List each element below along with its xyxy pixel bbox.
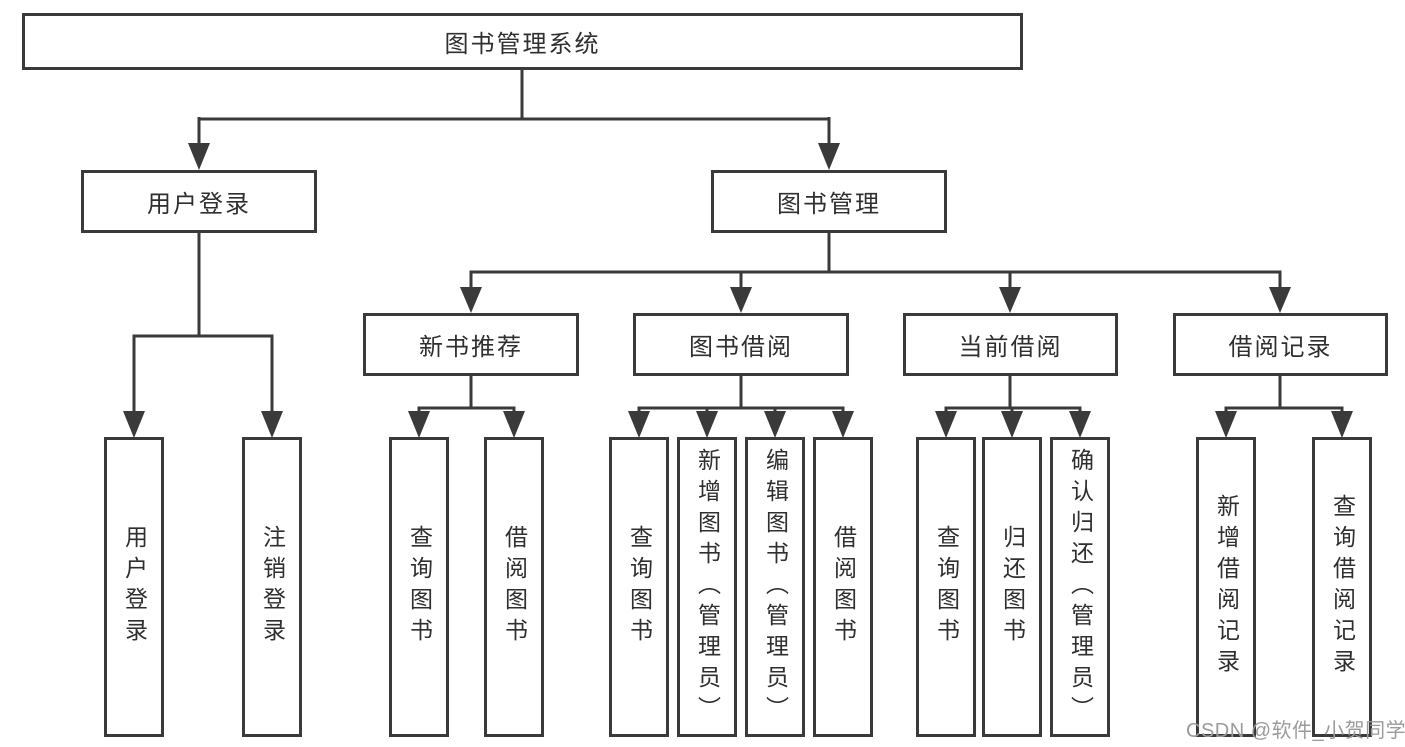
- node-book-management: 图书管理: [711, 170, 947, 233]
- node-label: 确认归还（管理员）: [1067, 447, 1094, 727]
- node-label: 借阅记录: [1228, 334, 1333, 361]
- node-library-management-system: 图书管理系统: [22, 13, 1023, 70]
- node-label: 查询图书: [933, 525, 960, 649]
- node-return-books: 归还图书: [982, 437, 1042, 737]
- node-label: 当前借阅: [958, 334, 1063, 361]
- node-book-borrowing: 图书借阅: [633, 313, 849, 376]
- node-label: 查询图书: [406, 525, 433, 649]
- node-confirm-return-admin: 确认归还（管理员）: [1050, 437, 1110, 737]
- node-label: 新书推荐: [419, 334, 523, 361]
- node-new-book-recommendation: 新书推荐: [363, 313, 579, 376]
- node-label: 查询借阅记录: [1329, 494, 1356, 680]
- watermark: CSDN @软件_小贺同学: [1186, 720, 1405, 742]
- node-logout: 注销登录: [242, 437, 302, 737]
- node-label: 查询图书: [626, 525, 653, 649]
- node-current-borrowing: 当前借阅: [903, 313, 1118, 376]
- node-label: 注销登录: [259, 525, 286, 649]
- node-query-borrow-record: 查询借阅记录: [1312, 437, 1372, 737]
- node-label: 借阅图书: [830, 525, 857, 649]
- node-label: 图书管理系统: [444, 31, 601, 58]
- node-label: 图书管理: [777, 191, 881, 218]
- node-label: 编辑图书（管理员）: [762, 447, 789, 727]
- node-label: 新增借阅记录: [1213, 494, 1240, 680]
- node-label: 借阅图书: [501, 525, 528, 649]
- node-current-query-books: 查询图书: [916, 437, 976, 737]
- node-label: 图书借阅: [689, 334, 793, 361]
- node-add-books-admin: 新增图书（管理员）: [677, 437, 737, 737]
- node-label: 新增图书（管理员）: [694, 447, 721, 727]
- node-user-login: 用户登录: [81, 170, 317, 233]
- node-recommend-borrow-books: 借阅图书: [484, 437, 544, 737]
- node-borrowing-records: 借阅记录: [1173, 313, 1388, 376]
- node-edit-books-admin: 编辑图书（管理员）: [745, 437, 805, 737]
- node-borrow-books: 借阅图书: [813, 437, 873, 737]
- node-label: 用户登录: [147, 191, 251, 218]
- node-borrowing-query-books: 查询图书: [609, 437, 669, 737]
- node-label: 归还图书: [999, 525, 1026, 649]
- node-user-login-action: 用户登录: [104, 437, 164, 737]
- node-recommend-query-books: 查询图书: [389, 437, 449, 737]
- node-label: 用户登录: [121, 525, 148, 649]
- node-add-borrow-record: 新增借阅记录: [1196, 437, 1256, 737]
